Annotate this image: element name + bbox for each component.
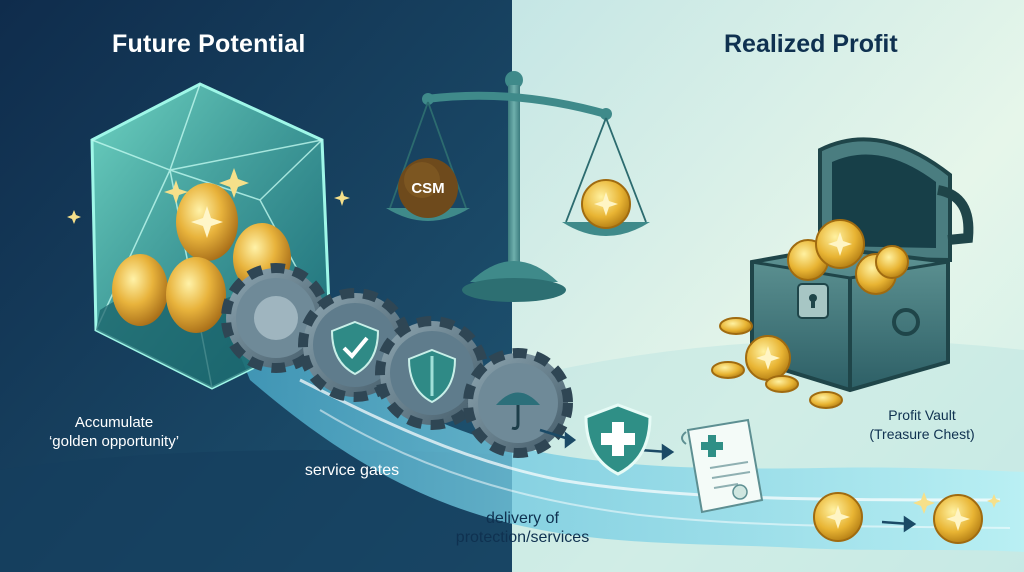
label-vault-line1: Profit Vault <box>888 407 956 423</box>
river-highlight-2 <box>319 409 1011 529</box>
umbrella-icon <box>496 392 540 430</box>
arrow-icon <box>539 428 917 533</box>
gear-icon <box>463 348 573 458</box>
heading-realized-profit: Realized Profit <box>724 30 898 58</box>
gold-coin-icon <box>581 179 631 229</box>
label-vault-line2: (Treasure Chest) <box>869 426 975 442</box>
gold-coin-icon <box>813 492 983 544</box>
gold-coin-icon <box>711 219 909 409</box>
floor-left <box>0 450 512 572</box>
csm-label: CSM <box>411 180 445 197</box>
medical-shield-icon <box>584 403 652 476</box>
label-accumulate-line1: Accumulate <box>74 414 154 431</box>
heading-future-potential: Future Potential <box>112 30 306 58</box>
shield-check-icon <box>330 320 380 376</box>
scale-weight <box>398 158 458 218</box>
river-highlight <box>299 378 1001 502</box>
label-delivery: delivery of protection/services <box>415 509 630 547</box>
label-accumulate-line2: ‘golden opportunity’ <box>48 433 180 450</box>
label-profit-vault: Profit Vault (Treasure Chest) <box>842 406 1002 444</box>
document-scroll-icon <box>681 418 764 514</box>
shield-icon <box>407 348 457 404</box>
label-service-gates: service gates <box>304 462 400 479</box>
balance-scale-icon <box>386 71 650 302</box>
label-delivery-line2: protection/services <box>455 529 590 546</box>
treasure-chest-icon <box>750 137 974 393</box>
label-delivery-line1: delivery of <box>486 510 559 527</box>
label-accumulate: Accumulate ‘golden opportunity’ <box>28 413 200 451</box>
